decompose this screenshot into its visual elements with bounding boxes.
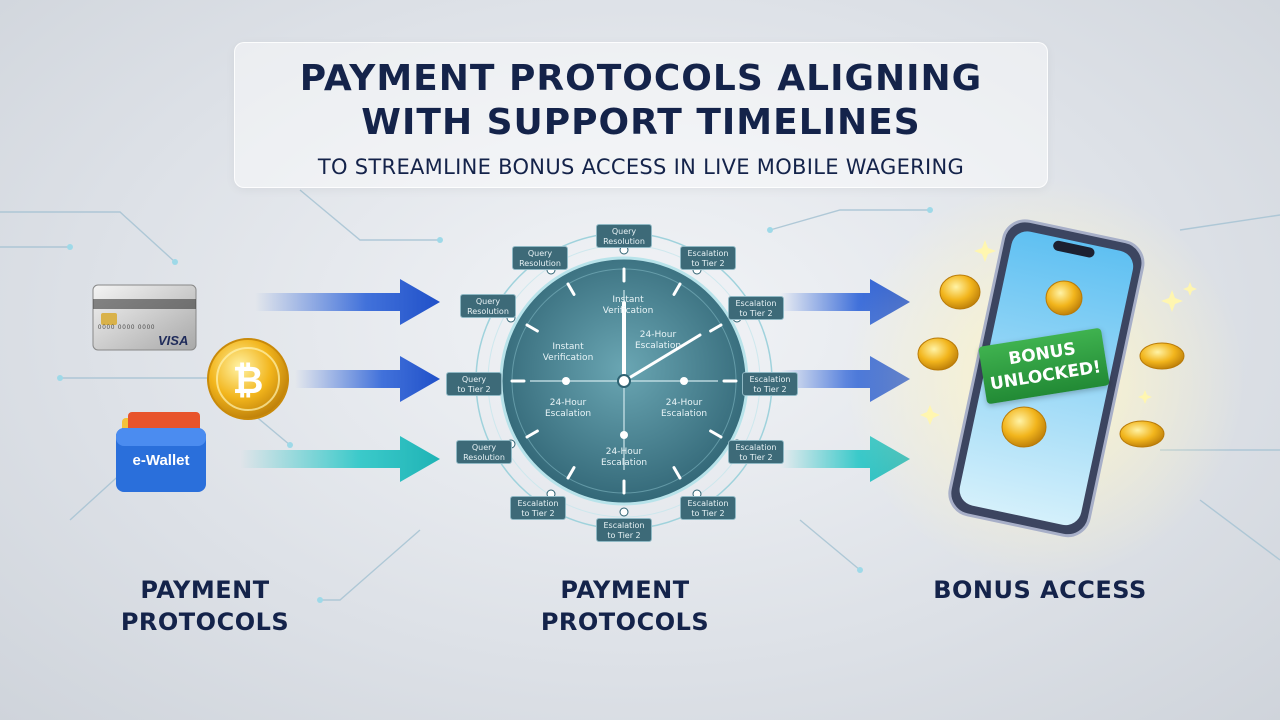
wallet-icon — [116, 412, 206, 492]
clock-milestone-label-line-2: Verification — [602, 306, 654, 316]
timeline-tag-line-1: Escalation — [687, 249, 729, 258]
clock-tick — [566, 466, 576, 480]
timeline-tag-line-2: to Tier 2 — [753, 385, 787, 394]
timeline-tag-line-2: to Tier 2 — [457, 385, 491, 394]
timeline-tag-line-2: Resolution — [463, 453, 505, 462]
page-title-line-1: PAYMENT PROTOCOLS ALIGNING — [299, 58, 983, 99]
timeline-tag-line-1: Escalation — [603, 521, 645, 530]
payment-protocols-label-middle: PAYMENT PROTOCOLS — [510, 574, 740, 638]
bonus-access-label: BONUS ACCESS — [933, 576, 1147, 604]
timeline-tag-line-1: Query — [611, 227, 637, 236]
clock-milestone-label-line-2: Escalation — [600, 458, 648, 468]
gold-coins — [917, 274, 1185, 448]
card-number: 0000 0000 0000 — [98, 325, 156, 331]
clock-milestone-label-line-2: Escalation — [634, 341, 682, 351]
timeline-tag-line-2: Resolution — [603, 237, 645, 246]
clock-milestone-label-line-2: Escalation — [544, 409, 592, 419]
clock-minute-hand — [622, 333, 702, 383]
credit-card-icon — [92, 284, 197, 351]
timeline-tag-line-2: to Tier 2 — [691, 509, 725, 518]
clock-milestone-label-line-1: 24-Hour — [605, 447, 643, 457]
timeline-tag-line-2: to Tier 2 — [607, 531, 641, 540]
timeline-tag-line-1: Query — [527, 249, 553, 258]
bitcoin-icon: ₿ — [207, 338, 289, 420]
timeline-tag-line-1: Escalation — [735, 443, 777, 452]
clock-milestone-label-line-2: Verification — [542, 353, 594, 363]
title-panel: PAYMENT PROTOCOLS ALIGNING WITH SUPPORT … — [234, 42, 1048, 188]
timeline-tag-line-1: Query — [461, 375, 487, 384]
timeline-tag-line-1: Query — [475, 297, 501, 306]
clock-milestone-label-line-1: 24-Hour — [549, 398, 587, 408]
clock-tick — [525, 429, 539, 439]
timeline-tag-line-1: Escalation — [687, 499, 729, 508]
payment-protocols-label-left: PAYMENT PROTOCOLS — [90, 574, 320, 638]
timeline-tag-line-1: Escalation — [735, 299, 777, 308]
svg-text:₿: ₿ — [233, 358, 264, 402]
timeline-tag-line-2: to Tier 2 — [739, 453, 773, 462]
timeline-tag-line-2: to Tier 2 — [691, 259, 725, 268]
arrow-wallet-to-timeline — [240, 436, 440, 482]
clock-tick — [709, 429, 723, 439]
clock-milestone-label-line-1: Instant — [612, 295, 644, 305]
clock-tick — [709, 323, 723, 333]
visa-logo: VISA — [158, 333, 189, 348]
timeline-tag-line-1: Escalation — [749, 375, 791, 384]
support-timeline-clock — [475, 232, 773, 530]
e-wallet-label: e-Wallet — [132, 452, 190, 469]
page-subtitle: TO STREAMLINE BONUS ACCESS IN LIVE MOBIL… — [317, 155, 965, 179]
timeline-tag-line-2: to Tier 2 — [739, 309, 773, 318]
arrow-crypto-to-timeline — [295, 356, 440, 402]
timeline-tag-line-2: to Tier 2 — [521, 509, 555, 518]
clock-milestone-label-line-2: Escalation — [660, 409, 708, 419]
timeline-tag-line-2: Resolution — [467, 307, 509, 316]
middle-label-line-1: PAYMENT — [560, 576, 690, 604]
timeline-tag-line-2: Resolution — [519, 259, 561, 268]
middle-label-line-2: PROTOCOLS — [540, 608, 710, 636]
left-label-line-1: PAYMENT — [140, 576, 270, 604]
sparkles — [920, 240, 1197, 425]
timeline-tag-line-1: Escalation — [517, 499, 559, 508]
clock-milestone-label-line-1: 24-Hour — [639, 330, 677, 340]
clock-milestone-label-line-1: Instant — [552, 342, 584, 352]
page-title-line-2: WITH SUPPORT TIMELINES — [361, 102, 921, 143]
clock-milestone-label-line-1: 24-Hour — [665, 398, 703, 408]
left-label-line-2: PROTOCOLS — [120, 608, 290, 636]
timeline-tag-line-1: Query — [471, 443, 497, 452]
clock-tick — [672, 282, 682, 296]
arrow-card-to-timeline — [255, 279, 440, 325]
clock-tick — [566, 282, 576, 296]
clock-tick — [672, 466, 682, 480]
clock-tick — [525, 323, 539, 333]
circuit-nodes — [57, 207, 933, 603]
